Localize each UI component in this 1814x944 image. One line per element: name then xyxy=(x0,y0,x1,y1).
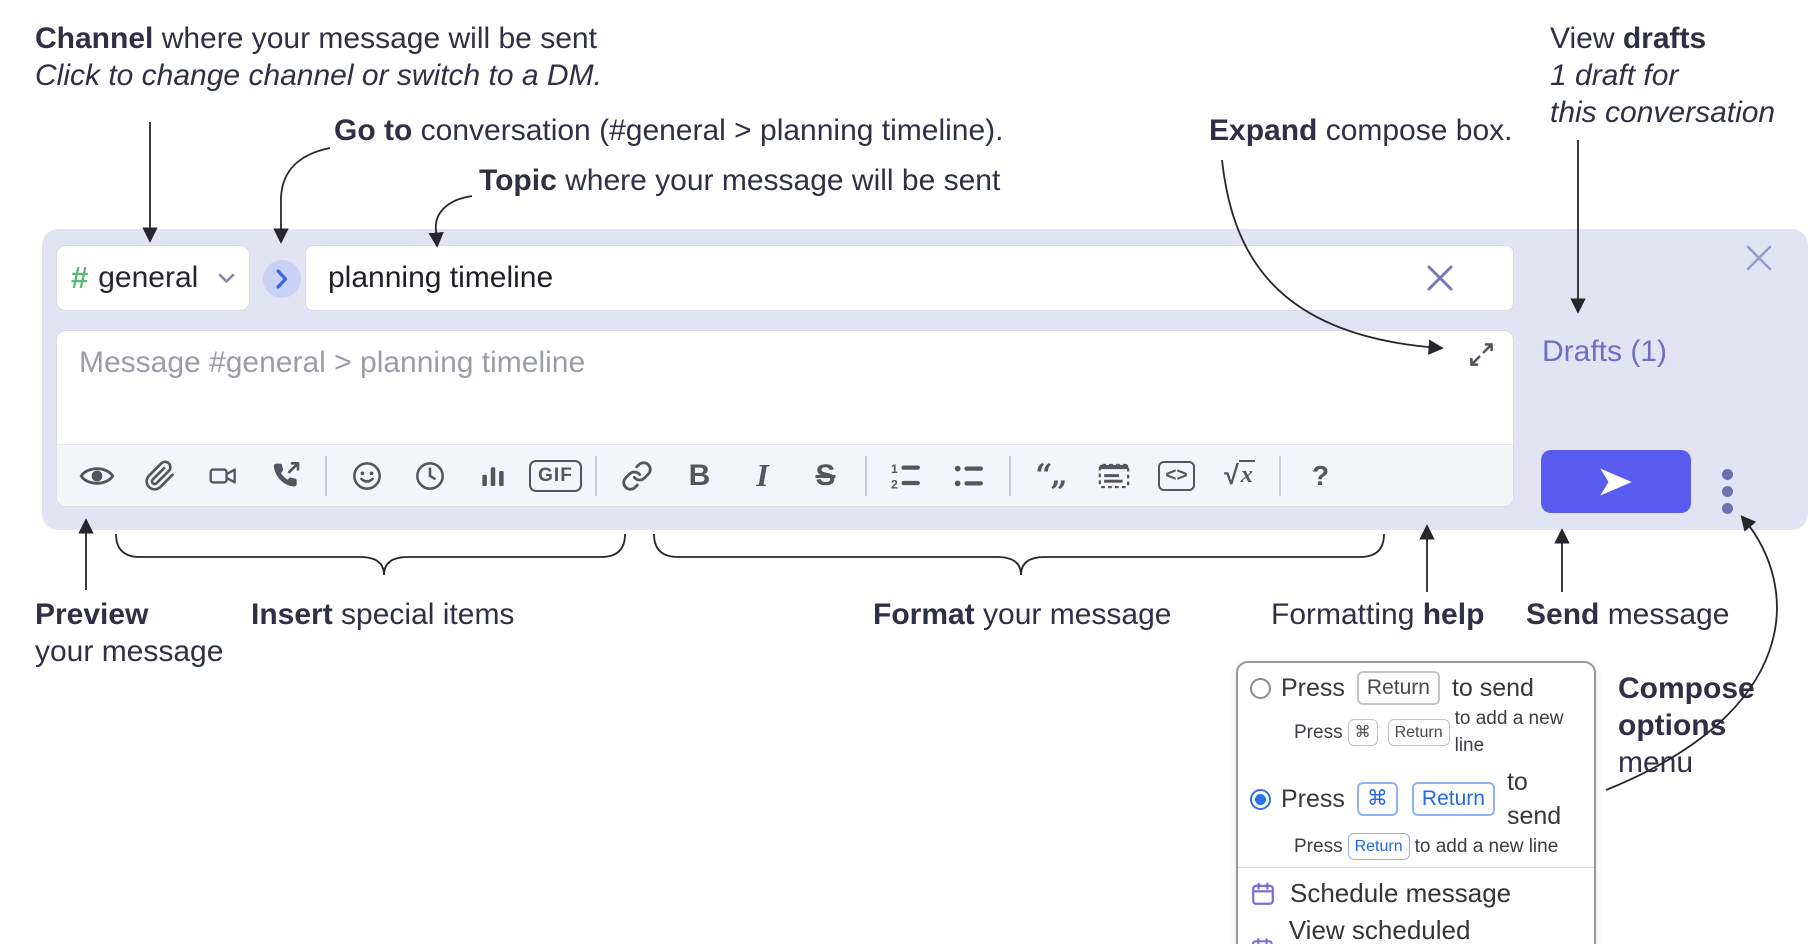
brace-format xyxy=(653,533,1385,576)
menu-divider xyxy=(1238,867,1594,868)
bulleted-list-icon[interactable] xyxy=(938,452,1001,500)
annotation-goto: Go to conversation (#general > planning … xyxy=(334,114,1004,147)
send-icon xyxy=(1600,468,1632,495)
spoiler-icon[interactable] xyxy=(1082,452,1145,500)
code-icon[interactable]: <> xyxy=(1145,452,1208,500)
preview-icon[interactable] xyxy=(65,452,128,500)
toolbar-divider xyxy=(865,455,867,496)
italic-icon[interactable]: I xyxy=(756,457,769,493)
return-key: Return xyxy=(1356,671,1440,705)
go-to-conversation-button[interactable] xyxy=(263,260,301,298)
radio-selected-icon[interactable] xyxy=(1250,788,1271,810)
close-compose-icon[interactable] xyxy=(1744,243,1774,273)
compose-options-menu: Press Return to send Press ⌘ Return to a… xyxy=(1236,661,1596,944)
chevron-right-icon xyxy=(276,269,288,289)
poll-icon[interactable] xyxy=(461,452,524,500)
toolbar-divider xyxy=(595,455,597,496)
toolbar-divider xyxy=(325,455,327,496)
return-to-send-hint: Press ⌘ Return to add a new line xyxy=(1294,708,1564,756)
cmd-key: ⌘ xyxy=(1356,782,1398,816)
cmd-key: ⌘ xyxy=(1347,718,1378,746)
gif-icon[interactable]: GIF xyxy=(524,452,587,500)
compose-box: # general planning timeline Message #gen… xyxy=(42,229,1808,530)
annotation-channel: Channel where your message will be sent … xyxy=(35,22,602,92)
quote-icon[interactable]: “„ xyxy=(1035,458,1067,493)
svg-text:1: 1 xyxy=(891,461,898,475)
return-key: Return xyxy=(1411,782,1495,816)
channel-selector[interactable]: # general xyxy=(56,245,250,311)
calendar-icon xyxy=(1252,882,1274,905)
math-icon[interactable]: √x xyxy=(1224,460,1255,490)
radio-unselected-icon[interactable] xyxy=(1250,677,1271,699)
view-scheduled-messages-item[interactable]: View scheduled messages xyxy=(1250,912,1582,944)
return-to-send-option[interactable]: Press Return to send xyxy=(1250,671,1582,705)
chevron-down-icon xyxy=(218,273,235,284)
topic-input[interactable]: planning timeline xyxy=(305,245,1514,311)
voice-call-icon[interactable] xyxy=(254,452,317,500)
bold-icon[interactable]: B xyxy=(688,458,711,492)
compose-options-button[interactable] xyxy=(1718,465,1737,518)
message-formatting-help-icon[interactable]: ? xyxy=(1311,459,1330,491)
clear-topic-icon[interactable] xyxy=(1425,263,1455,293)
link-icon[interactable] xyxy=(605,452,668,500)
annotation-topic: Topic where your message will be sent xyxy=(479,164,1001,197)
annotation-send-message: Send message xyxy=(1526,598,1730,631)
annotation-view-drafts: View drafts 1 draft for this conversatio… xyxy=(1550,22,1776,129)
annotation-compose-options: Compose options menu xyxy=(1618,672,1755,779)
toolbar-divider xyxy=(1279,455,1281,496)
emoji-icon[interactable] xyxy=(335,452,398,500)
annotation-preview: Preview your message xyxy=(35,598,224,668)
schedule-message-item[interactable]: Schedule message xyxy=(1250,875,1582,912)
return-key: Return xyxy=(1347,833,1410,860)
video-call-icon[interactable] xyxy=(191,452,254,500)
calendar-grid-icon xyxy=(1252,938,1273,944)
brace-insert xyxy=(115,533,626,576)
channel-hash-icon: # xyxy=(71,260,89,295)
annotation-format: Format your message xyxy=(873,598,1172,631)
add-time-icon[interactable] xyxy=(398,452,461,500)
cmd-return-to-send-hint: Press Return to add a new line xyxy=(1294,833,1582,860)
strikethrough-icon[interactable]: S xyxy=(815,458,836,492)
message-textarea[interactable]: Message #general > planning timeline xyxy=(56,330,1514,507)
annotation-insert: Insert special items xyxy=(251,598,515,631)
annotation-expand: Expand compose box. xyxy=(1209,114,1513,147)
line-goto xyxy=(273,147,331,244)
toolbar-divider xyxy=(1009,455,1011,496)
expand-compose-icon[interactable] xyxy=(1468,341,1495,368)
annotation-formatting-help: Formatting help xyxy=(1271,598,1485,631)
send-button[interactable] xyxy=(1541,450,1691,513)
drafts-link[interactable]: Drafts (1) xyxy=(1542,335,1668,368)
topic-value: planning timeline xyxy=(328,261,554,294)
svg-text:2: 2 xyxy=(891,477,898,491)
attach-file-icon[interactable] xyxy=(128,452,191,500)
message-placeholder: Message #general > planning timeline xyxy=(79,346,586,379)
return-key: Return xyxy=(1387,718,1450,746)
channel-name: general xyxy=(98,261,199,294)
cmd-return-to-send-option[interactable]: Press ⌘ Return to send xyxy=(1250,765,1582,833)
